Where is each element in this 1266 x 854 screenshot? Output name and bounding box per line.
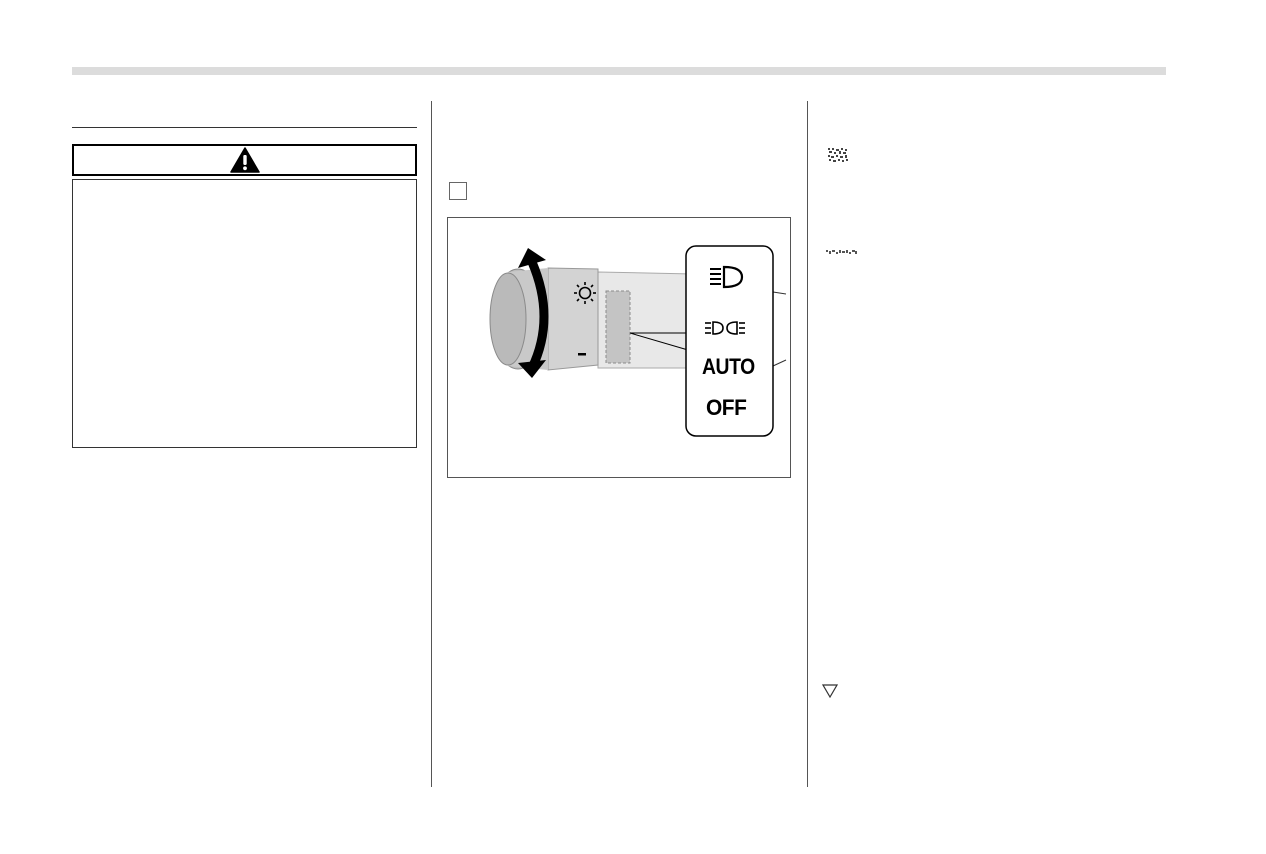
down-triangle-icon (822, 684, 838, 698)
section-rule (72, 127, 417, 128)
high-beam-icon (710, 265, 744, 289)
header-bar (72, 67, 1166, 75)
speckle-strip-icon (826, 250, 857, 254)
headlight-switch-figure (447, 217, 791, 478)
parking-light-icon (705, 321, 745, 335)
light-sun-icon (574, 282, 596, 304)
warning-header (72, 144, 417, 176)
speckle-icon (827, 147, 849, 163)
warning-body (72, 179, 417, 448)
position-label-off: OFF (706, 395, 747, 420)
position-indicator (605, 290, 631, 364)
column-divider-left (431, 101, 432, 787)
figure-marker-box (449, 182, 467, 200)
position-label-auto: AUTO (702, 354, 755, 379)
rotate-arrow-icon (518, 248, 549, 378)
column-divider-right (807, 101, 808, 787)
switch-ring (547, 267, 599, 371)
switch-positions-panel (685, 245, 774, 437)
warning-triangle-icon (229, 147, 260, 173)
